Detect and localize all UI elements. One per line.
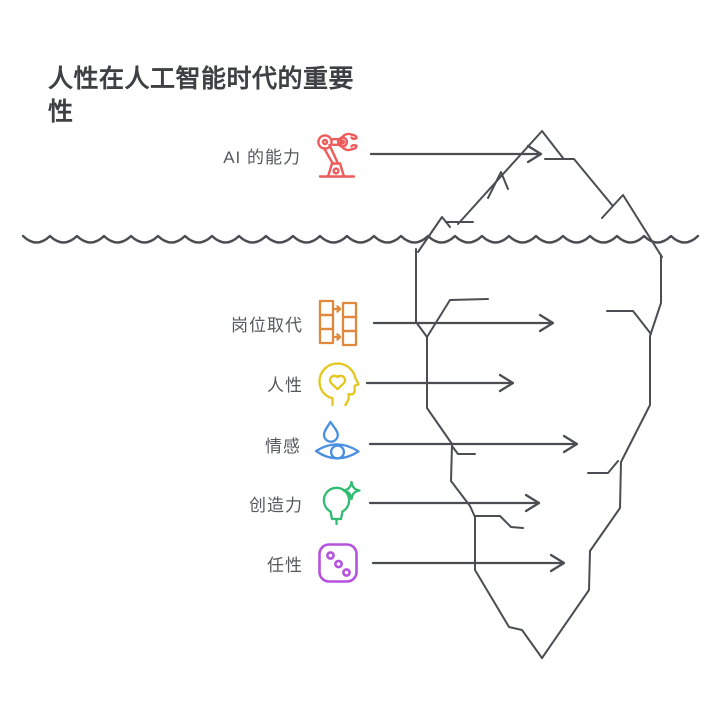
label-job-replacement: 岗位取代 — [231, 315, 303, 335]
label-humanity: 人性 — [267, 375, 303, 395]
iceberg-crack — [606, 310, 652, 335]
lightbulb-sparkle-icon — [314, 479, 362, 527]
iceberg-body-outline — [415, 248, 662, 659]
connector-arrows — [365, 144, 579, 573]
label-emotion: 情感 — [265, 436, 301, 456]
row-ai-capability: AI 的能力 — [0, 130, 362, 180]
iceberg-crack — [587, 460, 619, 474]
row-emotion: 情感 — [0, 419, 362, 469]
arrow-emotion — [368, 434, 579, 454]
head-heart-icon — [314, 359, 362, 407]
iceberg-tip-outline — [417, 130, 663, 258]
eye-teardrop-icon — [312, 420, 362, 468]
iceberg-crack — [426, 298, 489, 338]
label-ai-capability: AI 的能力 — [223, 147, 301, 167]
row-job-replacement: 岗位取代 — [0, 298, 362, 348]
iceberg-crack — [451, 445, 476, 455]
label-creativity: 创造力 — [249, 495, 303, 515]
row-humanity: 人性 — [0, 358, 362, 408]
arrow-ai-capability — [369, 144, 543, 164]
arrow-creativity — [368, 493, 541, 513]
page-title: 人性在人工智能时代的重要性 — [48, 64, 355, 126]
iceberg-crack — [474, 515, 524, 529]
robot-arm-icon — [312, 132, 362, 178]
arrow-willfulness — [371, 553, 566, 573]
job-replacement-icon — [314, 299, 362, 347]
waterline — [21, 234, 700, 244]
arrow-humanity — [365, 373, 515, 393]
label-willfulness: 任性 — [267, 555, 303, 575]
row-creativity: 创造力 — [0, 478, 362, 528]
arrow-job-replacement — [372, 313, 555, 333]
row-willfulness: 任性 — [0, 538, 362, 588]
dice-icon — [314, 539, 362, 587]
